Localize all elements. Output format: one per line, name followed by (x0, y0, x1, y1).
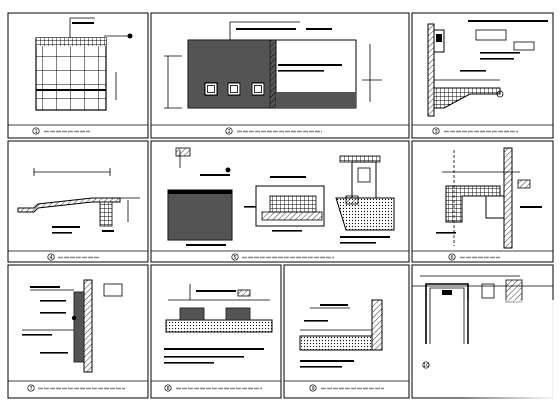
panel-8-badge (164, 384, 172, 392)
panel-2: 2 (150, 12, 410, 139)
panel-7-badge (27, 384, 35, 392)
panel-4: 4 (7, 140, 149, 263)
panel-6-badge (448, 253, 456, 261)
panel-3-badge (432, 127, 440, 135)
panel-4-number: 4 (50, 255, 53, 261)
panel-3: 3 (411, 12, 554, 139)
panel-1-number: 1 (35, 129, 38, 135)
panel-5-number: 5 (234, 255, 237, 261)
panel-5: 5 (150, 140, 410, 263)
panel-10-badge (422, 361, 430, 369)
panel-6-number: 6 (451, 255, 454, 261)
panel-4-badge (47, 253, 55, 261)
panel-7: 7 (7, 264, 149, 399)
panel-8: 8 (150, 264, 282, 399)
panel-6: 6 (411, 140, 554, 263)
corner-fade (460, 300, 560, 406)
panel-9-badge (309, 384, 317, 392)
panel-7-number: 7 (30, 386, 33, 392)
panel-2-badge (225, 127, 233, 135)
panel-5-badge (231, 253, 239, 261)
panel-9: 9 (283, 264, 410, 399)
panel-1-badge (32, 127, 40, 135)
panel-8-number: 8 (167, 386, 170, 392)
panel-9-number: 9 (312, 386, 315, 392)
panel-1: 1 (7, 12, 149, 139)
panel-10-number: 10 (423, 363, 429, 369)
panel-2-number: 2 (228, 129, 231, 135)
panel-3-number: 3 (435, 129, 438, 135)
